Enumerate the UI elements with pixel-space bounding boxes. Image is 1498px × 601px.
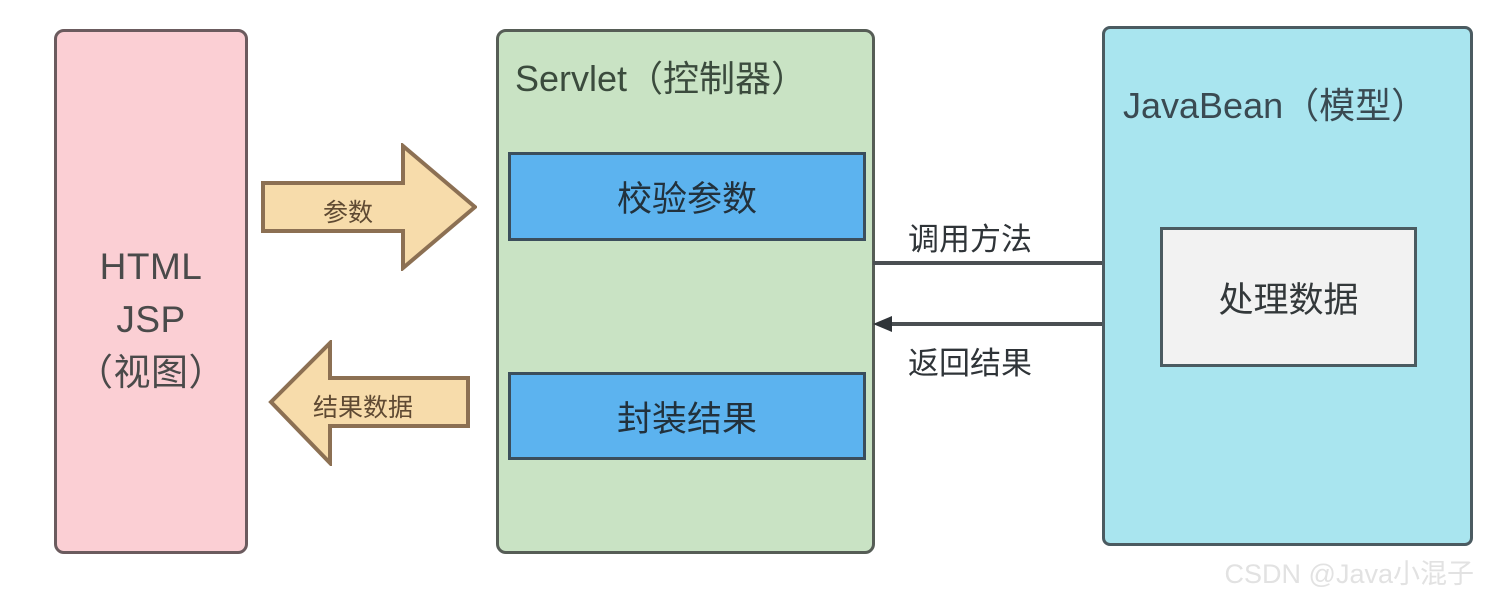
view-layer-label: HTML JSP （视图） xyxy=(57,240,245,399)
controller-step-package-label: 封装结果 xyxy=(616,399,757,439)
block-arrow-left-icon xyxy=(268,340,470,466)
controller-step-validate-label: 校验参数 xyxy=(616,180,757,219)
block-arrow-result: 结果数据 xyxy=(268,340,470,466)
block-arrow-params-label: 参数 xyxy=(323,199,374,227)
block-arrow-params: 参数 xyxy=(261,143,477,271)
block-arrow-result-label: 结果数据 xyxy=(313,394,414,422)
view-layer-box: HTML JSP （视图） xyxy=(54,29,248,554)
model-process-label: 处理数据 xyxy=(1218,280,1359,320)
model-process-box: 处理数据 xyxy=(1160,227,1417,367)
controller-step-package: 封装结果 xyxy=(508,372,866,460)
view-label-line-1: HTML xyxy=(99,246,203,287)
watermark: CSDN @Java小混子 xyxy=(1224,559,1474,589)
line-arrow-return-result-label: 返回结果 xyxy=(908,346,1032,381)
block-arrow-right-icon xyxy=(261,143,477,271)
controller-step-validate: 校验参数 xyxy=(508,152,866,241)
controller-layer-box: Servlet（控制器） xyxy=(496,29,875,554)
controller-layer-title: Servlet（控制器） xyxy=(515,58,808,99)
view-label-line-3: （视图） xyxy=(76,352,226,393)
line-arrow-call-method-label: 调用方法 xyxy=(908,222,1032,257)
view-label-line-2: JSP xyxy=(116,299,186,340)
model-layer-title: JavaBean（模型） xyxy=(1123,85,1428,126)
